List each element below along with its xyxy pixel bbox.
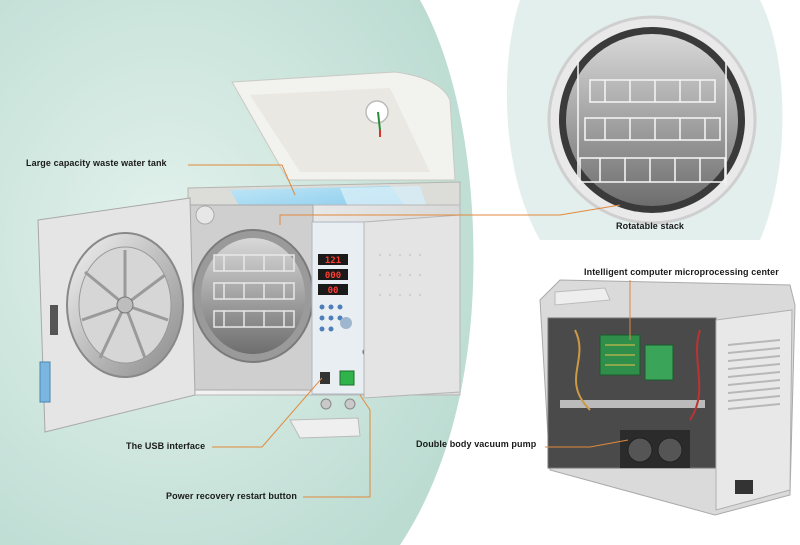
display-1-value: 121 bbox=[325, 256, 341, 266]
usb-port bbox=[320, 372, 330, 384]
display-3 bbox=[318, 284, 348, 295]
callout-usb-interface: The USB interface bbox=[126, 441, 206, 451]
callout-rotatable-stack: Rotatable stack bbox=[616, 221, 685, 231]
internal-components-view bbox=[539, 279, 796, 516]
display-1 bbox=[318, 254, 348, 265]
leader-usb bbox=[212, 377, 323, 448]
callout-waste-water-tank: Large capacity waste water tank bbox=[26, 158, 167, 168]
leader-rotatable-stack bbox=[279, 204, 621, 225]
display-2-value: 000 bbox=[325, 271, 341, 281]
display-2 bbox=[318, 269, 348, 280]
callout-lines bbox=[188, 164, 631, 498]
rotatable-stack-closeup bbox=[547, 15, 757, 225]
power-switch bbox=[339, 370, 355, 386]
panel-buttons bbox=[319, 304, 352, 332]
leader-restart-button bbox=[303, 394, 371, 498]
autoclave-main-unit: 121 000 00 bbox=[37, 71, 461, 439]
callout-processing-center: Intelligent computer microprocessing cen… bbox=[584, 267, 779, 277]
leader-waste-tank bbox=[188, 164, 296, 196]
chamber-trays bbox=[213, 254, 295, 328]
callout-restart-button: Power recovery restart button bbox=[166, 491, 297, 501]
display-3-value: 00 bbox=[328, 286, 339, 296]
callout-vacuum-pump: Double body vacuum pump bbox=[416, 439, 537, 449]
leader-vacuum-pump bbox=[545, 439, 629, 448]
lid-sensor bbox=[365, 100, 389, 124]
